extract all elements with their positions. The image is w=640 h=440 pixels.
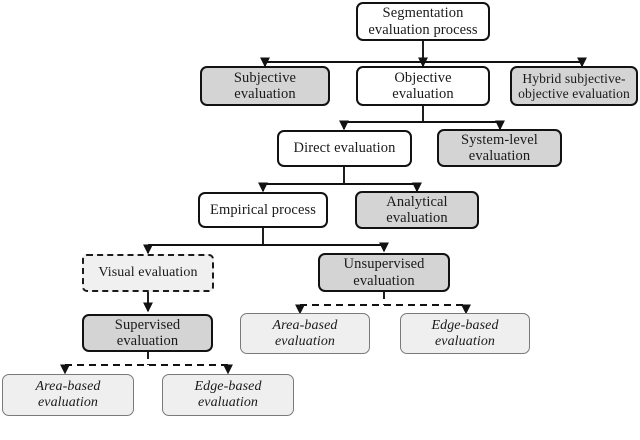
node-hybrid-subjective-objective-evaluation[interactable]: Hybrid subjective-objective evaluation [510,66,638,106]
node-direct-evaluation[interactable]: Direct evaluation [277,130,412,167]
node-visual-evaluation[interactable]: Visual evaluation [82,254,214,292]
node-label: Direct evaluation [293,140,396,157]
node-label: Empirical process [210,201,316,218]
node-label: Visual evaluation [98,265,198,281]
node-empirical-process[interactable]: Empirical process [198,192,328,228]
node-label: Hybrid subjective-objective evaluation [518,70,630,101]
